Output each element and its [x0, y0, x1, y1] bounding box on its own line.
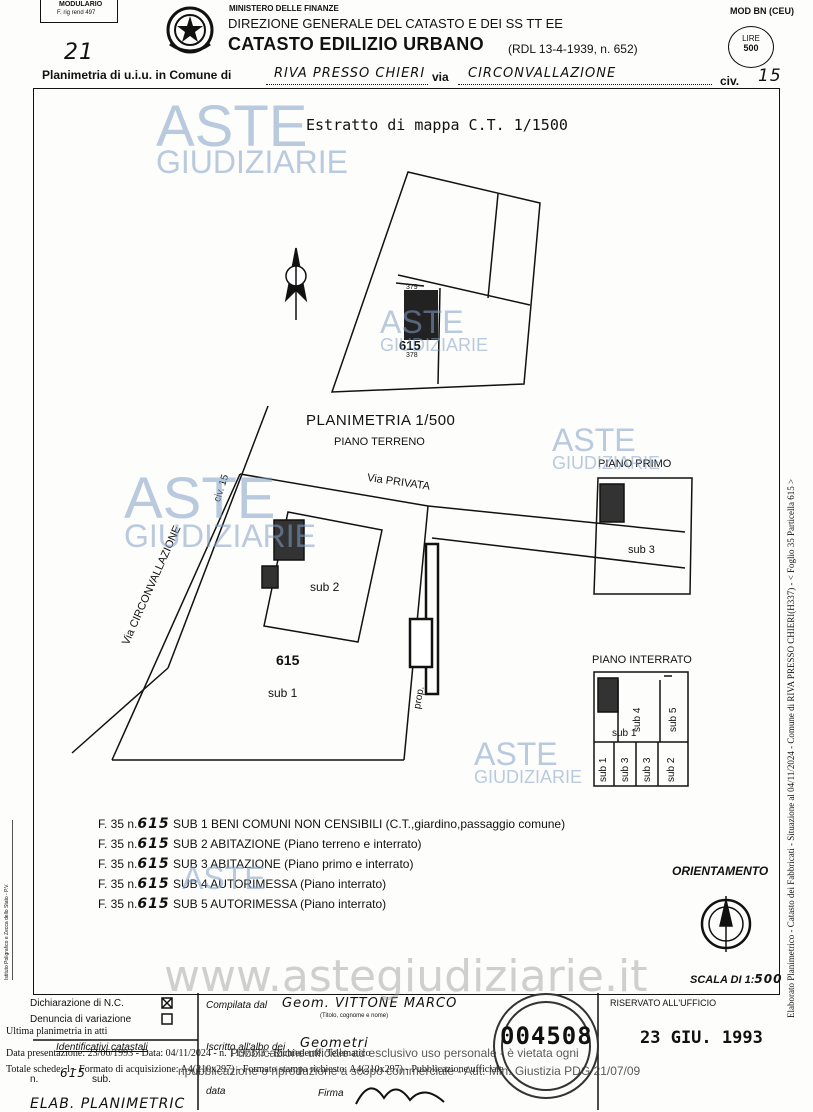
north-arrow-icon — [284, 247, 308, 320]
lire-label: LIRE — [742, 34, 760, 43]
legend-row: F. 35 n.615 SUB 1 BENI COMUNI NON CENSIB… — [98, 816, 566, 832]
emblem-icon — [164, 4, 216, 56]
extract-map — [330, 171, 541, 393]
watermark-aste: ASTE — [474, 736, 558, 772]
pubblicazione-notice: Pubblicazione ufficiale ad esclusivo uso… — [230, 1046, 579, 1060]
bottom-scrawl: ELAB. PLANIMETRIC — [30, 1096, 186, 1112]
ultima-planimetria: Ultima planimetria in atti — [6, 1026, 108, 1037]
modulario-sub: F. rig rend 497 — [57, 10, 96, 16]
piano-terreno-label: PIANO TERRENO — [334, 436, 425, 448]
scala-text: SCALA DI 1: — [690, 974, 755, 986]
sub1b-label: sub 1 — [612, 728, 637, 739]
watermark-giudiziarie: GIUDIZIARIE — [124, 518, 317, 554]
riservato-label: RISERVATO ALL'UFFICIO — [610, 998, 717, 1008]
lire-stamp: LIRE 500 — [728, 26, 774, 68]
signature-scribble — [355, 1087, 445, 1105]
compilata-label: Compilata dal — [206, 1000, 268, 1011]
comune-value: RIVA PRESSO CHIERI — [274, 66, 426, 81]
denuncia-label: Denuncia di variazione — [30, 1014, 132, 1025]
parcel-small-top: 379 — [406, 284, 418, 291]
legend-row: F. 35 n.615 SUB 5 AUTORIMESSA (Piano int… — [98, 896, 387, 912]
firma-label: Firma — [318, 1088, 344, 1099]
planimetria-prefix: Planimetria di u.i.u. in Comune di — [42, 68, 232, 82]
catasto-title: CATASTO EDILIZIO URBANO — [228, 34, 484, 54]
iscritto-label: Iscritto all'albo dei — [206, 1042, 286, 1053]
via-label: via — [432, 70, 449, 84]
sheet-number: 21 — [64, 40, 94, 65]
n-value: 615 — [60, 1066, 86, 1080]
orientamento-label: ORIENTAMENTO — [672, 864, 769, 878]
lire-value: 500 — [743, 43, 759, 53]
ground-plan — [71, 405, 686, 761]
basement-sub-a: sub 1 — [598, 757, 609, 782]
sub1-label: sub 1 — [268, 686, 298, 700]
watermark-giudiziarie: GIUDIZIARIE — [552, 453, 661, 473]
identificativi-label: Identificativi catastali — [56, 1042, 148, 1053]
sidebar-small-text: Istituto Poligrafico e Zecca dello Stato… — [4, 883, 10, 980]
sub5-label: sub 5 — [668, 707, 679, 732]
side-vertical-text: Elaborato Planimetrico - Catasto dei Fab… — [786, 478, 796, 1018]
n-label: n. — [30, 1074, 39, 1085]
protocol-stamp — [493, 993, 599, 1099]
watermark-aste: ASTE — [552, 422, 636, 458]
comune-underline — [266, 84, 428, 85]
via-underline — [458, 84, 712, 85]
extract-title: Estratto di mappa C.T. 1/1500 — [306, 116, 568, 134]
basement-sub-b: sub 3 — [620, 757, 631, 782]
piano-interrato-label: PIANO INTERRATO — [592, 654, 692, 666]
law-reference: (RDL 13-4-1939, n. 652) — [508, 42, 638, 56]
legend-row: F. 35 n.615 SUB 3 ABITAZIONE (Piano prim… — [98, 856, 414, 872]
scala-label: SCALA DI 1:500 — [690, 972, 782, 986]
parcel-small-bottom: 378 — [406, 352, 418, 359]
legend-row: F. 35 n.615 SUB 4 AUTORIMESSA (Piano int… — [98, 876, 387, 892]
protocol-date: 23 GIU. 1993 — [640, 1028, 763, 1048]
data-label: data — [206, 1086, 226, 1097]
watermark-aste: ASTE — [124, 466, 276, 531]
basement-sub-d: sub 2 — [666, 757, 677, 782]
watermark-aste: ASTE — [182, 860, 266, 896]
basement-sub-c: sub 3 — [642, 757, 653, 782]
dichiarazione-label: Dichiarazione di N.C. — [30, 998, 124, 1009]
ripubblicazione-notice: ripubblicazione o riproduzione a scopo c… — [178, 1064, 641, 1078]
data-presentazione: Data presentazione: 23/06/1993 - Data: 0… — [6, 1048, 371, 1059]
first-floor-plan — [593, 477, 693, 595]
modulario-label: MODULARIO — [59, 1, 103, 8]
totale-schede: Totale schede: 1 - Formato di acquisizio… — [6, 1064, 504, 1075]
protocol-number: 004508 — [500, 1022, 593, 1050]
watermark-aste: ASTE — [156, 94, 308, 159]
lot-number: 615 — [276, 652, 300, 668]
civ-value: 15 — [758, 66, 782, 86]
sub2-label: sub 2 — [310, 580, 340, 594]
basement-plan — [593, 671, 689, 787]
compilata-value: Geom. VITTONE MARCO — [282, 996, 458, 1011]
modulario-box: MODULARIO F. rig rend 497 — [40, 0, 118, 23]
sub-label: sub. — [92, 1074, 111, 1085]
piano-primo-label: PIANO PRIMO — [598, 458, 672, 470]
civ-label: civ. — [720, 74, 740, 88]
watermark-giudiziarie: GIUDIZIARIE — [380, 335, 489, 355]
via-value: CIRCONVALLAZIONE — [468, 66, 617, 81]
scala-value: 500 — [754, 972, 783, 986]
watermark-website: www.astegiudiziarie.it — [164, 951, 648, 1002]
side-tick-bar — [12, 820, 19, 980]
legend-row: F. 35 n.615 SUB 2 ABITAZIONE (Piano terr… — [98, 836, 422, 852]
mod-code: MOD BN (CEU) — [730, 6, 794, 16]
compass-icon — [700, 896, 752, 952]
planimetria-title: PLANIMETRIA 1/500 — [306, 412, 456, 429]
ministry-label: MINISTERO DELLE FINANZE — [229, 4, 339, 13]
drawing-frame — [33, 88, 780, 995]
titolo-hint: (Titolo, cognome e nome) — [320, 1013, 389, 1019]
parcel-number: 615 — [399, 338, 421, 353]
watermark-giudiziarie: GIUDIZIARIE — [474, 767, 583, 787]
iscritto-value: Geometri — [300, 1036, 369, 1051]
watermark-aste: ASTE — [380, 304, 464, 340]
sub3-label: sub 3 — [628, 544, 655, 556]
directorate-label: DIREZIONE GENERALE DEL CATASTO E DEI SS … — [228, 16, 563, 31]
watermark-giudiziarie: GIUDIZIARIE — [156, 144, 349, 180]
